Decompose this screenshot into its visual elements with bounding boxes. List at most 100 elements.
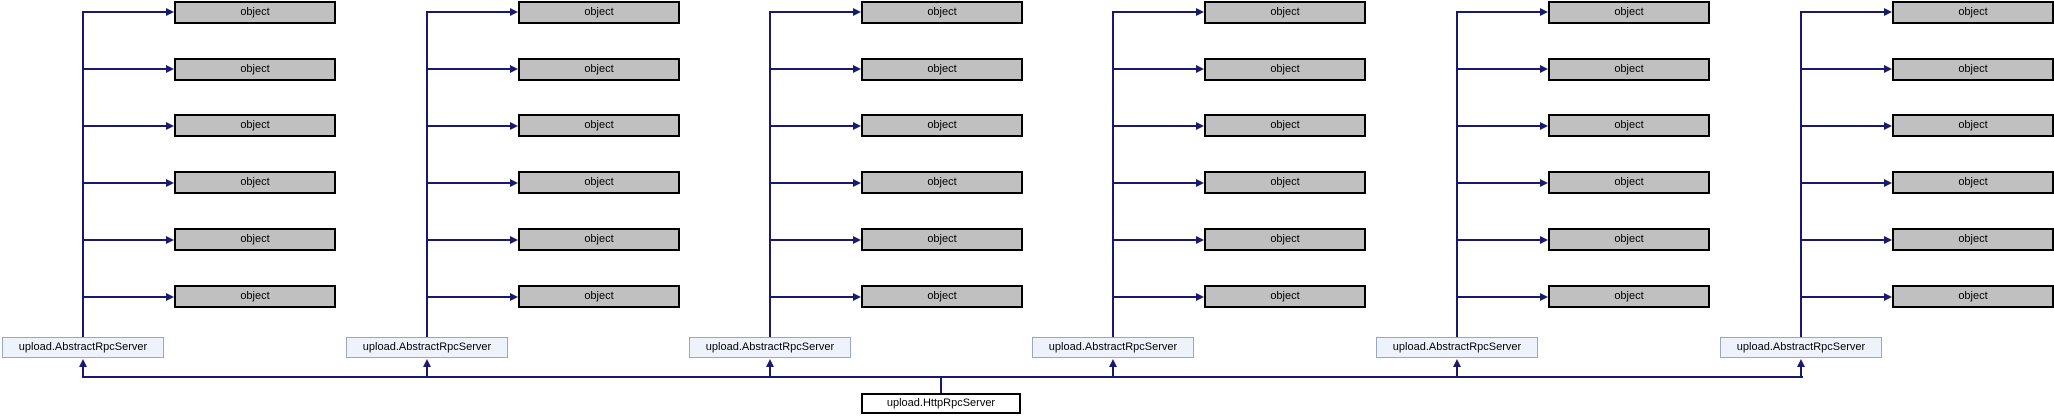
edge-branch [427,296,510,298]
edge-branch [770,239,853,241]
object-node: object [174,1,336,24]
edge-branch [770,296,853,298]
edge-branch [427,239,510,241]
object-node: object [1548,228,1710,251]
edge-branch [1457,182,1540,184]
arrowhead-right [1196,65,1204,73]
edge-branch [1113,125,1196,127]
class-node-abstractrpcserver[interactable]: upload.AbstractRpcServer [2,337,164,358]
arrowhead-right [853,293,861,301]
class-node-abstractrpcserver[interactable]: upload.AbstractRpcServer [1376,337,1538,358]
object-node: object [1204,1,1366,24]
arrowhead-right [1884,236,1892,244]
edge-branch [770,182,853,184]
object-node: object [518,171,680,194]
edge-class-stub [1800,367,1802,378]
edge-branch [83,11,166,13]
object-node: object [1548,171,1710,194]
object-node: object [1892,1,2054,24]
arrowhead-right [166,122,174,130]
edge-column-spine [769,11,771,337]
edge-class-stub [82,367,84,378]
object-node: object [1204,171,1366,194]
edge-branch [83,182,166,184]
edge-branch [770,11,853,13]
object-node: object [1548,1,1710,24]
edge-branch [1113,239,1196,241]
edge-branch [83,125,166,127]
arrowhead-right [1196,179,1204,187]
object-node: object [518,58,680,81]
edge-branch [1801,296,1884,298]
arrowhead-right [1884,179,1892,187]
object-node: object [1892,285,2054,308]
edge-class-stub [1112,367,1114,378]
edge-branch [83,296,166,298]
class-node-abstractrpcserver[interactable]: upload.AbstractRpcServer [1032,337,1194,358]
edge-branch [1801,68,1884,70]
object-node: object [861,1,1023,24]
edge-branch [427,182,510,184]
object-node: object [174,285,336,308]
edge-column-spine [426,11,428,337]
object-node: object [518,1,680,24]
arrowhead-right [510,236,518,244]
object-node: object [1892,171,2054,194]
arrowhead-right [853,236,861,244]
edge-branch [83,239,166,241]
arrowhead-right [166,8,174,16]
object-node: object [861,285,1023,308]
object-node: object [1548,114,1710,137]
arrowhead-up [766,359,774,367]
arrowhead-up [1797,359,1805,367]
edge-class-stub [1456,367,1458,378]
edge-column-spine [1456,11,1458,337]
object-node: object [1204,228,1366,251]
edge-branch [1801,11,1884,13]
edge-branch [1113,68,1196,70]
edge-branch [1113,182,1196,184]
edge-branch [427,125,510,127]
arrowhead-up [423,359,431,367]
edge-branch [1113,296,1196,298]
arrowhead-right [166,293,174,301]
object-node: object [1204,114,1366,137]
arrowhead-right [1540,65,1548,73]
arrowhead-right [1196,236,1204,244]
edge-branch [770,68,853,70]
class-node-abstractrpcserver[interactable]: upload.AbstractRpcServer [1720,337,1882,358]
arrowhead-right [510,122,518,130]
edge-branch [1113,11,1196,13]
edge-branch [1801,125,1884,127]
arrowhead-right [166,236,174,244]
object-node: object [174,58,336,81]
edge-branch [1457,296,1540,298]
edge-branch [427,68,510,70]
object-node: object [518,228,680,251]
edge-branch [1801,182,1884,184]
arrowhead-right [1540,179,1548,187]
arrowhead-right [510,179,518,187]
class-node-abstractrpcserver[interactable]: upload.AbstractRpcServer [346,337,508,358]
object-node: object [1892,228,2054,251]
object-node: object [174,114,336,137]
arrowhead-right [1196,122,1204,130]
arrowhead-right [1196,293,1204,301]
arrowhead-right [1884,293,1892,301]
arrowhead-right [1540,122,1548,130]
arrowhead-right [166,179,174,187]
arrowhead-right [510,65,518,73]
root-node-httprpcserver: upload.HttpRpcServer [861,393,1021,414]
arrowhead-right [1540,293,1548,301]
object-node: object [861,114,1023,137]
edge-class-stub [769,367,771,378]
edge-class-stub [426,367,428,378]
object-node: object [518,285,680,308]
arrowhead-right [1196,8,1204,16]
arrowhead-up [1109,359,1117,367]
arrowhead-up [1453,359,1461,367]
object-node: object [1204,285,1366,308]
edge-branch [1457,11,1540,13]
object-node: object [1548,58,1710,81]
class-node-abstractrpcserver[interactable]: upload.AbstractRpcServer [689,337,851,358]
